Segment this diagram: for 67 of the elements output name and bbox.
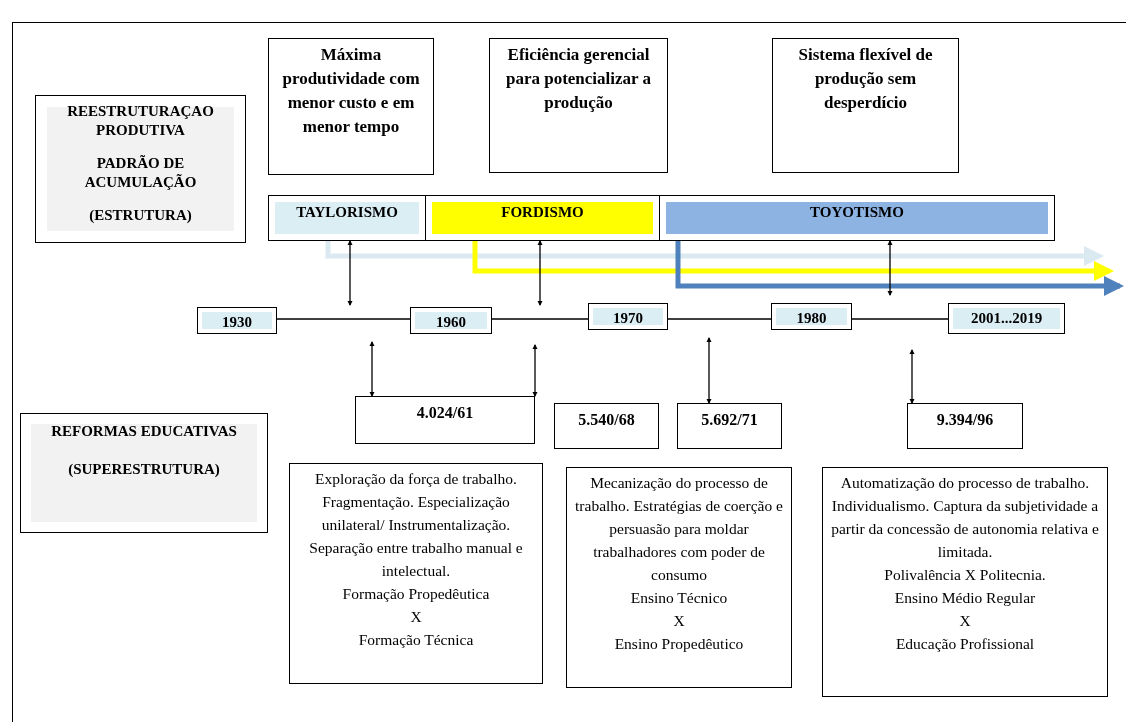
timeline-line bbox=[851, 318, 949, 320]
year-box bbox=[588, 303, 668, 330]
description-box bbox=[289, 463, 543, 684]
box-text: Polivalência X Politecnia. bbox=[883, 565, 1047, 585]
law-box bbox=[907, 403, 1023, 449]
section-box bbox=[20, 413, 268, 533]
box-text: 5.692/71 bbox=[700, 410, 759, 430]
box-text: 5.540/68 bbox=[577, 410, 636, 430]
box-text: PADRÃO DE ACUMULAÇÃO bbox=[83, 154, 198, 192]
law-box bbox=[677, 403, 782, 449]
double-arrow bbox=[909, 348, 915, 405]
box-text: 1960 bbox=[435, 313, 467, 331]
box-text: Sistema flexível de produção sem desperdício bbox=[797, 44, 934, 114]
box-text: Educação Profissional bbox=[894, 634, 1036, 654]
box-text: X bbox=[958, 611, 972, 631]
double-arrow bbox=[369, 340, 375, 398]
box-text: REFORMAS EDUCATIVAS bbox=[50, 422, 238, 441]
goal-box bbox=[268, 38, 434, 175]
box-text: Máxima produtividade com menor custo e em menor tempo bbox=[281, 44, 421, 138]
box-text: Mecanização do processo de trabalho. Estratégias de coerção e persuasão para moldar trabalhadores com poder de consumo bbox=[574, 473, 784, 585]
box-text: Formação Técnica bbox=[357, 630, 475, 650]
year-box bbox=[771, 303, 852, 330]
box-text: FORDISMO bbox=[500, 203, 585, 222]
box-text: TOYOTISMO bbox=[809, 203, 905, 222]
period-bar bbox=[425, 195, 660, 241]
year-box bbox=[197, 307, 277, 334]
double-arrow bbox=[532, 343, 538, 398]
box-text: 1970 bbox=[612, 309, 644, 327]
box-text: TAYLORISMO bbox=[295, 203, 399, 222]
box-text: (SUPERESTRUTURA) bbox=[67, 460, 221, 479]
double-arrow bbox=[706, 336, 712, 405]
box-text: Exploração da força de trabalho. Fragmentação. Especialização unilateral/ Instrumentalização. Separação entre trabalho manual e intelectual. bbox=[308, 469, 524, 581]
timeline-line bbox=[491, 318, 589, 320]
period-bar bbox=[659, 195, 1055, 241]
box-text: REESTRUTURAÇAO PRODUTIVA bbox=[66, 102, 215, 140]
timeline-line bbox=[276, 318, 411, 320]
period-bar bbox=[268, 195, 426, 241]
arrow bbox=[675, 241, 1124, 296]
arrow bbox=[325, 241, 1104, 266]
box-text: Formação Propedêutica bbox=[341, 584, 491, 604]
goal-box bbox=[772, 38, 959, 173]
box-text: 1930 bbox=[221, 313, 253, 331]
box-text: Automatização do processo de trabalho. Individualismo. Captura da subjetividade a partir da concessão de autonomia relativa e limitada. bbox=[830, 473, 1100, 562]
box-text: 2001...2019 bbox=[969, 309, 1044, 327]
box-text: (ESTRUTURA) bbox=[88, 206, 193, 225]
box-text: Ensino Propedêutico bbox=[613, 634, 745, 654]
law-box bbox=[355, 396, 535, 444]
box-text: Eficiência gerencial para potencializar a produção bbox=[504, 44, 653, 114]
timeline-line bbox=[667, 318, 772, 320]
section-box bbox=[35, 95, 246, 243]
box-text: 4.024/61 bbox=[415, 403, 475, 423]
year-box bbox=[410, 307, 492, 334]
box-text: X bbox=[672, 611, 686, 631]
description-box bbox=[822, 467, 1108, 697]
box-text: Ensino Técnico bbox=[629, 588, 729, 608]
box-text: 1980 bbox=[795, 309, 828, 327]
goal-box bbox=[489, 38, 668, 173]
year-box bbox=[948, 303, 1065, 334]
double-arrow bbox=[347, 239, 353, 307]
box-text: X bbox=[409, 607, 423, 627]
box-text: Ensino Médio Regular bbox=[893, 588, 1037, 608]
arrow bbox=[472, 241, 1114, 281]
double-arrow bbox=[887, 239, 893, 297]
law-box bbox=[554, 403, 659, 449]
box-text: 9.394/96 bbox=[935, 410, 995, 430]
double-arrow bbox=[537, 239, 543, 307]
description-box bbox=[566, 467, 792, 688]
